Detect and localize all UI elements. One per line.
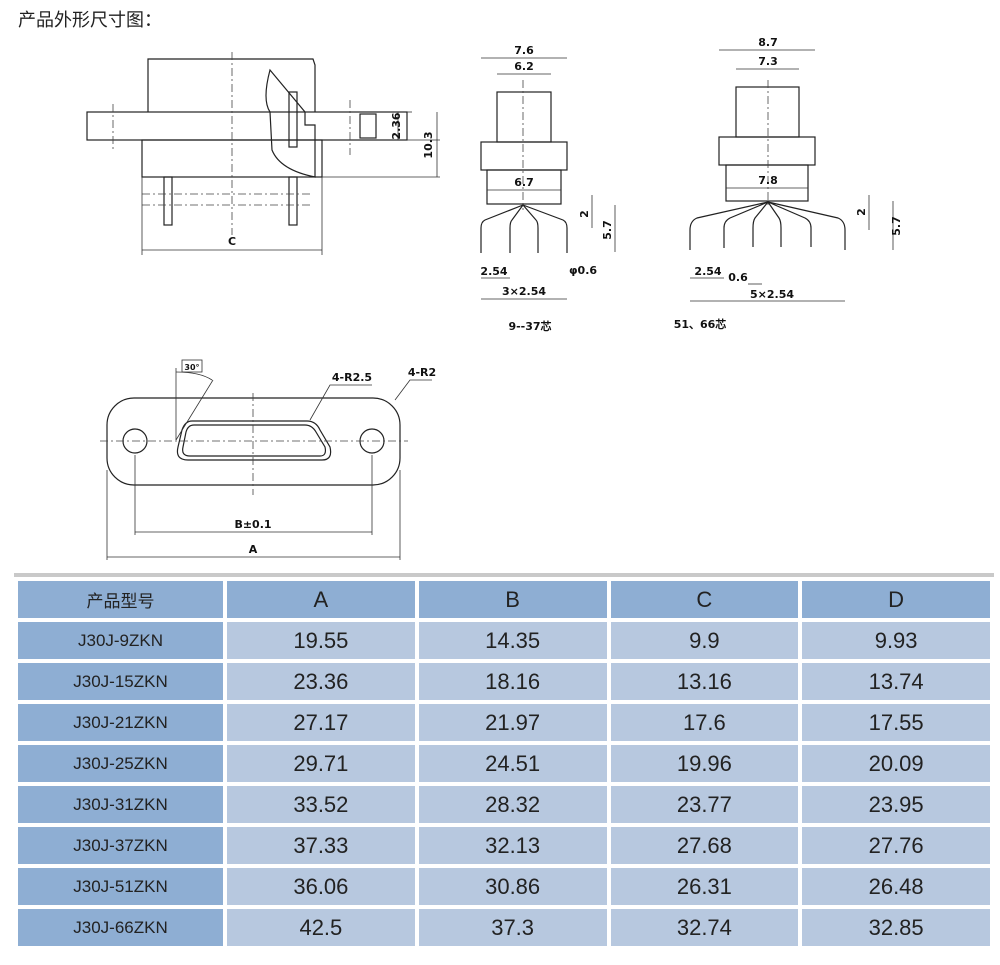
value-cell-a: 37.33 bbox=[227, 827, 415, 864]
front-view-drawing: 30° 4-R2.5 4-R2 B±0.1 A bbox=[100, 359, 436, 560]
dim-5-7: 5.7 bbox=[601, 220, 614, 240]
model-cell: J30J-51ZKN bbox=[18, 868, 223, 905]
side-view-drawing: 2.36 10.3 C bbox=[86, 52, 440, 255]
dim-7-6: 7.6 bbox=[514, 44, 534, 57]
dim-6-7: 6.7 bbox=[514, 176, 534, 189]
model-cell: J30J-21ZKN bbox=[18, 704, 223, 741]
value-cell-b: 37.3 bbox=[418, 909, 607, 946]
dim-pitch: 2.54 bbox=[694, 265, 721, 278]
dimension-drawings: 2.36 10.3 C 7.6 6.2 6.7 2 5.7 2.54 φ0.6 … bbox=[86, 36, 903, 560]
value-cell-c: 26.31 bbox=[610, 868, 799, 905]
value-cell-b: 18.16 bbox=[418, 663, 607, 700]
header-b: B bbox=[418, 581, 607, 618]
dim-7-3: 7.3 bbox=[758, 55, 778, 68]
value-cell-c: 32.74 bbox=[610, 909, 799, 946]
dim-2: 2 bbox=[578, 210, 591, 218]
value-cell-b: 32.13 bbox=[418, 827, 607, 864]
dim-b: B±0.1 bbox=[234, 518, 271, 531]
dim-5-7: 5.7 bbox=[890, 216, 903, 236]
caption-9-37: 9--37芯 bbox=[508, 319, 551, 333]
value-cell-d: 13.74 bbox=[802, 663, 990, 700]
dim-angle: 30° bbox=[184, 363, 199, 372]
dim-8-7: 8.7 bbox=[758, 36, 778, 49]
caption-51-66: 51、66芯 bbox=[674, 317, 727, 331]
dim-diameter: 0.6 bbox=[728, 271, 748, 284]
value-cell-c: 27.68 bbox=[610, 827, 799, 864]
dim-7-8: 7.8 bbox=[758, 174, 778, 187]
value-cell-b: 21.97 bbox=[418, 704, 607, 741]
model-cell: J30J-25ZKN bbox=[18, 745, 223, 782]
value-cell-b: 24.51 bbox=[418, 745, 607, 782]
page-title: 产品外形尺寸图： bbox=[18, 10, 162, 31]
value-cell-a: 42.5 bbox=[227, 909, 415, 946]
value-cell-b: 28.32 bbox=[418, 786, 607, 823]
dim-r2-5: 4-R2.5 bbox=[332, 371, 372, 384]
dim-r2: 4-R2 bbox=[408, 366, 436, 379]
header-a: A bbox=[227, 581, 415, 618]
value-cell-a: 23.36 bbox=[227, 663, 415, 700]
value-cell-a: 29.71 bbox=[227, 745, 415, 782]
model-cell: J30J-9ZKN bbox=[18, 622, 223, 659]
value-cell-c: 13.16 bbox=[610, 663, 799, 700]
model-cell: J30J-15ZKN bbox=[18, 663, 223, 700]
side-dim-height: 10.3 bbox=[422, 131, 435, 158]
value-cell-a: 19.55 bbox=[227, 622, 415, 659]
value-cell-d: 17.55 bbox=[802, 704, 990, 741]
side-dim-thickness: 2.36 bbox=[390, 112, 403, 139]
value-cell-d: 23.95 bbox=[802, 786, 990, 823]
dim-6-2: 6.2 bbox=[514, 60, 534, 73]
value-cell-d: 9.93 bbox=[802, 622, 990, 659]
value-cell-d: 32.85 bbox=[802, 909, 990, 946]
value-cell-c: 23.77 bbox=[610, 786, 799, 823]
value-cell-d: 27.76 bbox=[802, 827, 990, 864]
side-dim-c: C bbox=[228, 235, 236, 248]
dim-diameter: φ0.6 bbox=[569, 264, 597, 277]
value-cell-b: 14.35 bbox=[418, 622, 607, 659]
value-cell-d: 20.09 bbox=[802, 745, 990, 782]
dim-pitch: 2.54 bbox=[480, 265, 507, 278]
value-cell-c: 9.9 bbox=[610, 622, 799, 659]
dim-total-pitch: 3×2.54 bbox=[502, 285, 546, 298]
pin-view-9-37-drawing: 7.6 6.2 6.7 2 5.7 2.54 φ0.6 3×2.54 9--37… bbox=[480, 44, 616, 333]
value-cell-a: 27.17 bbox=[227, 704, 415, 741]
value-cell-a: 36.06 bbox=[227, 868, 415, 905]
value-cell-a: 33.52 bbox=[227, 786, 415, 823]
value-cell-b: 30.86 bbox=[418, 868, 607, 905]
header-c: C bbox=[610, 581, 799, 618]
table-header-row: 产品型号 A B C D bbox=[18, 581, 990, 618]
model-cell: J30J-37ZKN bbox=[18, 827, 223, 864]
pin-view-51-66-drawing: 8.7 7.3 7.8 2 5.7 2.54 0.6 5×2.54 51、66芯 bbox=[674, 36, 903, 331]
dim-total-pitch: 5×2.54 bbox=[750, 288, 794, 301]
value-cell-c: 19.96 bbox=[610, 745, 799, 782]
dim-a: A bbox=[249, 543, 258, 556]
header-d: D bbox=[802, 581, 990, 618]
value-cell-c: 17.6 bbox=[610, 704, 799, 741]
value-cell-d: 26.48 bbox=[802, 868, 990, 905]
header-model: 产品型号 bbox=[18, 581, 223, 618]
model-cell: J30J-66ZKN bbox=[18, 909, 223, 946]
dim-2: 2 bbox=[855, 208, 868, 216]
model-cell: J30J-31ZKN bbox=[18, 786, 223, 823]
